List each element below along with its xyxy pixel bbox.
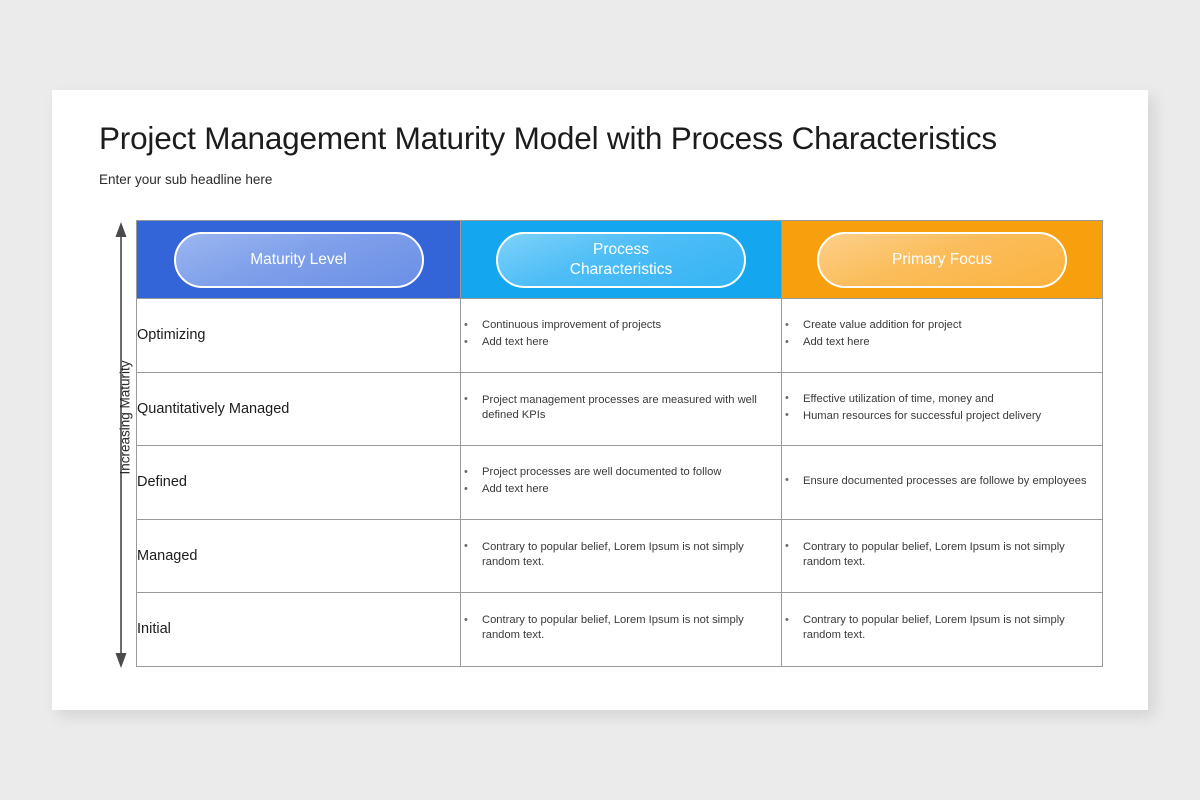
characteristics-cell: Project management processes are measure… [460,371,782,446]
maturity-level-cell: Optimizing [136,298,461,373]
bullet-list: Project management processes are measure… [461,392,781,423]
bullet-item: Contrary to popular belief, Lorem Ipsum … [782,613,1102,643]
bullet-item: Add text here [782,335,1102,350]
characteristics-cell: Continuous improvement of projectsAdd te… [460,298,782,373]
table-row: Managed Contrary to popular belief, Lore… [136,518,1103,593]
bullet-list: Ensure documented processes are followe … [782,473,1102,489]
bullet-list: Contrary to popular belief, Lorem Ipsum … [782,613,1102,643]
maturity-level-cell: Initial [136,592,461,667]
page-subtitle: Enter your sub headline here [99,172,273,187]
column-header-maturity-level: Maturity Level [136,220,461,299]
bullet-list: Contrary to popular belief, Lorem Ipsum … [782,539,1102,570]
bullet-item: Ensure documented processes are followe … [782,473,1102,489]
column-header-primary-focus: Primary Focus [781,220,1103,299]
characteristics-cell: Contrary to popular belief, Lorem Ipsum … [460,518,782,593]
axis-label: Increasing Maturity [117,360,133,475]
page-title: Project Management Maturity Model with P… [99,120,997,156]
bullet-item: Continuous improvement of projects [461,318,781,333]
header-pill-primary-focus: Primary Focus [817,231,1067,288]
bullet-item: Human resources for successful project d… [782,408,1102,424]
maturity-level-cell: Defined [136,445,461,520]
header-pill-label: Primary Focus [892,250,992,268]
header-pill-label-line2: Characteristics [569,260,673,278]
bullet-item: Effective utilization of time, money and [782,391,1102,407]
bullet-item: Contrary to popular belief, Lorem Ipsum … [782,539,1102,570]
double-headed-up-down-arrow-icon [115,222,127,668]
bullet-list: Contrary to popular belief, Lorem Ipsum … [461,613,781,643]
table-row: Defined Project processes are well docum… [136,445,1103,520]
bullet-item: Create value addition for project [782,318,1102,333]
bullet-item: Contrary to popular belief, Lorem Ipsum … [461,613,781,643]
focus-cell: Contrary to popular belief, Lorem Ipsum … [781,518,1103,593]
maturity-level-cell: Managed [136,518,461,593]
bullet-list: Create value addition for projectAdd tex… [782,318,1102,350]
table-row: Optimizing Continuous improvement of pro… [136,298,1103,373]
table-row: Initial Contrary to popular belief, Lore… [136,592,1103,667]
table-body: Optimizing Continuous improvement of pro… [136,298,1103,667]
maturity-level-cell: Quantitatively Managed [136,371,461,446]
focus-cell: Ensure documented processes are followe … [781,445,1103,520]
bullet-item: Add text here [461,482,781,497]
header-pill-maturity-level: Maturity Level [173,231,424,288]
focus-cell: Effective utilization of time, money and… [781,371,1103,446]
characteristics-cell: Project processes are well documented to… [460,445,782,520]
focus-cell: Create value addition for projectAdd tex… [781,298,1103,373]
header-pill-label-line1: Process [593,241,649,259]
bullet-list: Contrary to popular belief, Lorem Ipsum … [461,539,781,570]
header-pill-process-characteristics: Process Characteristics [496,231,746,288]
bullet-item: Project processes are well documented to… [461,465,781,480]
focus-cell: Contrary to popular belief, Lorem Ipsum … [781,592,1103,667]
bullet-list: Project processes are well documented to… [461,465,781,497]
characteristics-cell: Contrary to popular belief, Lorem Ipsum … [460,592,782,667]
bullet-item: Contrary to popular belief, Lorem Ipsum … [461,539,781,570]
bullet-item: Add text here [461,335,781,350]
table-header-row: Maturity Level Process Characteristics [136,220,1103,299]
bullet-list: Effective utilization of time, money and… [782,391,1102,424]
table-row: Quantitatively Managed Project managemen… [136,371,1103,446]
column-header-process-characteristics: Process Characteristics [460,220,782,299]
bullet-list: Continuous improvement of projectsAdd te… [461,318,781,350]
slide-card: Project Management Maturity Model with P… [52,90,1148,710]
maturity-axis: Increasing Maturity [98,220,144,670]
maturity-table: Maturity Level Process Characteristics [136,220,1103,667]
header-pill-label: Maturity Level [250,250,347,268]
bullet-item: Project management processes are measure… [461,392,781,423]
